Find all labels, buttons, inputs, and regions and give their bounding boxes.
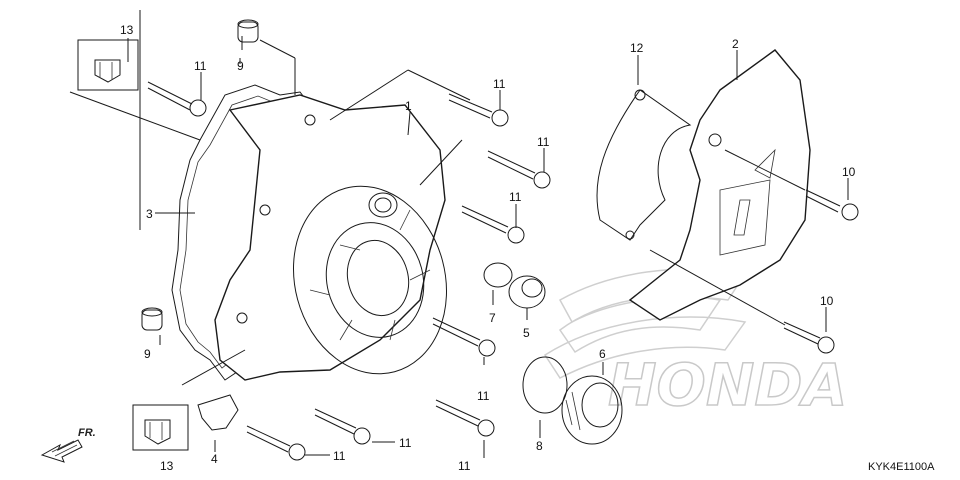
clip-upper: [77, 39, 139, 91]
figure-code: KYK4E1100A: [868, 461, 935, 473]
part-number-4: 4: [211, 452, 218, 466]
part-number-13-upper: 13: [120, 23, 134, 37]
part-number-7: 7: [489, 311, 496, 325]
watermark-text: HONDA: [608, 351, 847, 419]
part-number-9-upper: 9: [237, 59, 244, 73]
part-number-8: 8: [536, 439, 543, 453]
part-number-6: 6: [599, 347, 606, 361]
crankcase-cover: [214, 94, 448, 381]
part-number-9-lower: 9: [144, 347, 151, 361]
dowel-pin-lower: [141, 307, 163, 331]
o-ring-large: [522, 356, 568, 414]
clip-lower: [132, 404, 189, 451]
part-number-11-b: 11: [493, 77, 506, 91]
part-number-3: 3: [146, 207, 153, 221]
filler-cap-small: [508, 275, 546, 309]
leader-lines: [69, 10, 849, 458]
part-number-11-g: 11: [458, 459, 471, 473]
bolts: [147, 81, 859, 461]
filler-cap-large: [561, 375, 623, 445]
direction-label: FR.: [78, 427, 96, 439]
part-number-11-h: 11: [333, 449, 346, 463]
part-number-1: 1: [405, 99, 412, 113]
part-number-11-c: 11: [537, 135, 550, 149]
dowel-pin-upper: [237, 19, 259, 43]
part-number-5: 5: [523, 326, 530, 340]
part-number-10-lower: 10: [820, 294, 834, 308]
part-number-13-lower: 13: [160, 459, 174, 473]
part-number-2: 2: [732, 37, 739, 51]
part-number-11-d: 11: [509, 190, 522, 204]
part-number-11-f: 11: [399, 436, 412, 450]
part-number-12: 12: [630, 41, 644, 55]
front-direction-arrow: [40, 439, 83, 463]
band-strap: [596, 89, 692, 241]
part-number-10-upper: 10: [842, 165, 856, 179]
outer-cover: [628, 49, 811, 321]
part-number-11-e: 11: [477, 389, 490, 403]
o-ring-small: [483, 262, 513, 288]
part-number-11-a: 11: [194, 59, 207, 73]
clamp-bracket: [197, 394, 239, 431]
